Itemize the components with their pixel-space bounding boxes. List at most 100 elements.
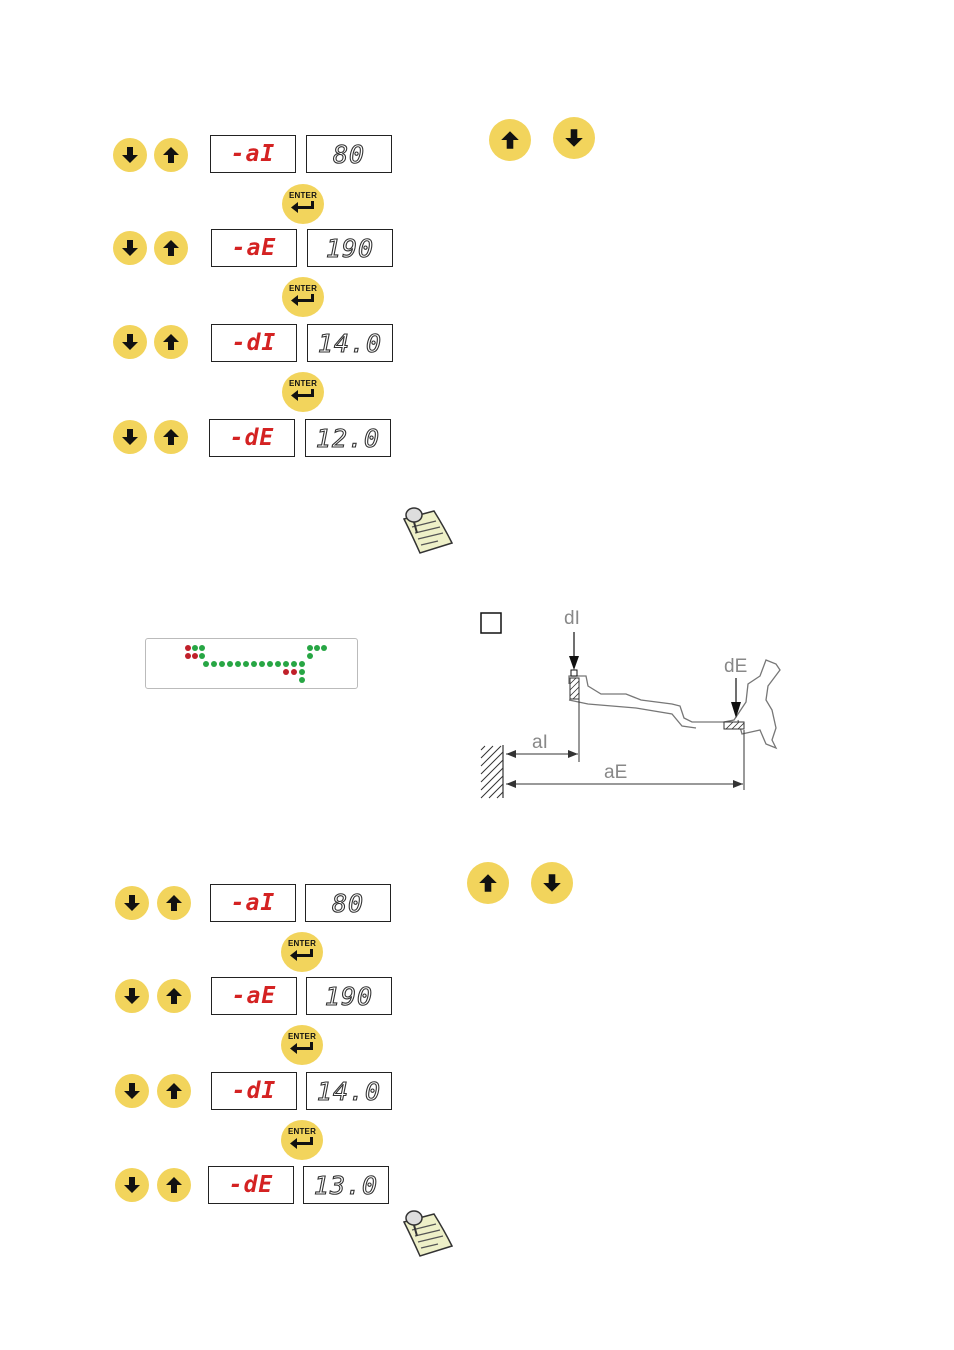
led-green — [307, 645, 313, 651]
arrow-down-button[interactable] — [113, 231, 147, 265]
display-value: 80 — [305, 884, 391, 922]
arrow-down-icon — [120, 427, 140, 447]
arrow-up-button[interactable] — [157, 1168, 191, 1202]
rim-diagram: dI dE aI aE — [476, 600, 796, 805]
label-dE: dE — [724, 656, 747, 677]
arrow-down-icon — [122, 1081, 142, 1101]
label-aE: aE — [604, 762, 627, 783]
note-pin-icon — [398, 1206, 456, 1260]
led-green — [199, 653, 205, 659]
arrow-down-button[interactable] — [115, 979, 149, 1013]
display-code: -aE — [211, 229, 297, 267]
led-green — [267, 661, 273, 667]
arrow-up-button[interactable] — [489, 119, 531, 161]
enter-icon — [290, 949, 314, 961]
arrow-down-button[interactable] — [553, 117, 595, 159]
arrow-up-icon — [164, 986, 184, 1006]
arrow-down-icon — [120, 332, 140, 352]
display-code: -dE — [209, 419, 295, 457]
led-green — [211, 661, 217, 667]
led-red — [185, 653, 191, 659]
arrow-down-icon — [122, 893, 142, 913]
led-green — [219, 661, 225, 667]
arrow-down-icon — [120, 145, 140, 165]
display-value: 80 — [306, 135, 392, 173]
led-green — [291, 661, 297, 667]
display-value: 14.0 — [306, 1072, 392, 1110]
display-code: -dE — [208, 1166, 294, 1204]
enter-button[interactable]: ENTER — [281, 1120, 323, 1160]
led-display-panel — [145, 638, 358, 689]
led-green — [307, 653, 313, 659]
led-green — [199, 645, 205, 651]
arrow-up-button[interactable] — [157, 979, 191, 1013]
display-code: -aI — [210, 135, 296, 173]
display-value: 190 — [307, 229, 393, 267]
arrow-down-icon — [120, 238, 140, 258]
display-value: 13.0 — [303, 1166, 389, 1204]
arrow-up-icon — [161, 238, 181, 258]
led-green — [243, 661, 249, 667]
arrow-up-button[interactable] — [467, 862, 509, 904]
arrow-up-icon — [164, 1175, 184, 1195]
arrow-down-button[interactable] — [115, 886, 149, 920]
led-green — [235, 661, 241, 667]
arrow-down-button[interactable] — [113, 325, 147, 359]
arrow-up-button[interactable] — [157, 1074, 191, 1108]
enter-button[interactable]: ENTER — [282, 184, 324, 224]
label-aI: aI — [532, 732, 548, 753]
led-green — [299, 661, 305, 667]
display-code: -aE — [211, 977, 297, 1015]
enter-icon — [291, 294, 315, 306]
enter-label: ENTER — [282, 284, 324, 293]
led-green — [314, 645, 320, 651]
display-value: 14.0 — [307, 324, 393, 362]
arrow-down-icon — [122, 986, 142, 1006]
enter-label: ENTER — [281, 1032, 323, 1041]
arrow-up-icon — [164, 1081, 184, 1101]
checkbox-square — [481, 613, 501, 633]
led-red — [291, 669, 297, 675]
arrow-down-button[interactable] — [113, 420, 147, 454]
led-red — [192, 653, 198, 659]
arrow-down-button[interactable] — [115, 1168, 149, 1202]
arrow-up-button[interactable] — [154, 231, 188, 265]
arrow-up-button[interactable] — [154, 325, 188, 359]
led-red — [283, 669, 289, 675]
led-red — [185, 645, 191, 651]
arrow-down-button[interactable] — [531, 862, 573, 904]
enter-button[interactable]: ENTER — [281, 932, 323, 972]
arrow-down-icon — [563, 127, 585, 149]
enter-label: ENTER — [281, 1127, 323, 1136]
led-green — [321, 645, 327, 651]
display-code: -dI — [211, 324, 297, 362]
enter-icon — [290, 1137, 314, 1149]
enter-button[interactable]: ENTER — [282, 372, 324, 412]
arrow-up-icon — [164, 893, 184, 913]
arrow-up-icon — [161, 427, 181, 447]
note-pin-icon — [398, 503, 456, 557]
enter-icon — [291, 201, 315, 213]
display-code: -aI — [210, 884, 296, 922]
rim-profile — [569, 660, 780, 748]
enter-icon — [290, 1042, 314, 1054]
led-green — [259, 661, 265, 667]
enter-button[interactable]: ENTER — [281, 1025, 323, 1065]
arrow-up-icon — [161, 332, 181, 352]
enter-label: ENTER — [282, 191, 324, 200]
led-green — [299, 669, 305, 675]
enter-label: ENTER — [281, 939, 323, 948]
arrow-up-button[interactable] — [154, 138, 188, 172]
enter-label: ENTER — [282, 379, 324, 388]
arrow-down-button[interactable] — [113, 138, 147, 172]
enter-icon — [291, 389, 315, 401]
led-green — [227, 661, 233, 667]
arrow-up-icon — [477, 872, 499, 894]
label-dI: dI — [564, 608, 580, 629]
led-green — [299, 677, 305, 683]
arrow-down-icon — [541, 872, 563, 894]
arrow-down-button[interactable] — [115, 1074, 149, 1108]
arrow-up-button[interactable] — [157, 886, 191, 920]
arrow-up-button[interactable] — [154, 420, 188, 454]
enter-button[interactable]: ENTER — [282, 277, 324, 317]
